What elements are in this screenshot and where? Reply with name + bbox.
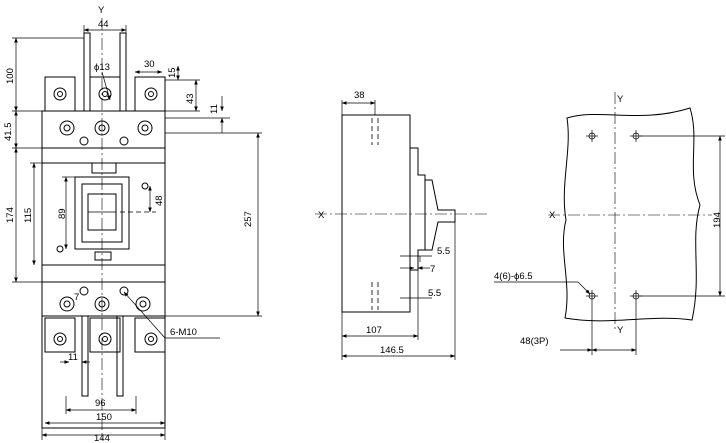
dim-150: 150 (96, 412, 112, 423)
front-axis-y-label: Y (98, 5, 105, 16)
panel-axis-y-top-label: Y (617, 94, 624, 105)
dim-144: 144 (94, 433, 110, 443)
panel-mounting-holes (586, 130, 642, 302)
dim-5-5-a: 5.5 (437, 246, 450, 257)
side-axis-x-label: X (318, 210, 325, 221)
side-view: X 38 5.5 7 5.5 107 146.5 (315, 90, 488, 360)
dim-hole-dia: ϕ13 (94, 62, 110, 73)
dim-96: 96 (95, 398, 106, 409)
dim-terminal-offset: 30 (144, 59, 155, 70)
dim-174: 174 (5, 207, 16, 223)
dim-5-5-b: 5.5 (428, 288, 441, 299)
dim-194: 194 (712, 212, 723, 228)
side-handle (425, 179, 456, 251)
side-body-outline (341, 114, 426, 313)
dim-48-3p: 48(3P) (520, 336, 549, 347)
dim-hole-callout: 4(6)-ϕ6.5 (494, 271, 533, 282)
panel-axis-y-bottom-label: Y (617, 325, 624, 336)
dim-43: 43 (185, 93, 196, 104)
dim-height-100: 100 (5, 68, 16, 84)
dim-11-top: 11 (209, 104, 220, 114)
dim-41-5: 41.5 (3, 123, 14, 142)
dim-7-front: 7 (74, 292, 79, 303)
dim-107: 107 (366, 325, 382, 336)
dim-small-15: 15 (167, 67, 178, 78)
dim-115: 115 (23, 208, 34, 223)
dim-48: 48 (154, 195, 165, 206)
dim-146-5: 146.5 (380, 345, 404, 356)
panel-axis-x-label: X (549, 210, 556, 221)
dim-257: 257 (243, 211, 254, 227)
panel-cutout-outline (562, 107, 701, 322)
panel-view: X Y Y 194 4(6)-ϕ6.5 48(3P) (494, 92, 725, 355)
front-view: Y (3, 5, 262, 443)
dim-top-width: 44 (98, 19, 109, 30)
dim-38: 38 (354, 90, 365, 101)
bottom-terminals (44, 315, 166, 397)
breaker-body-outline (41, 110, 166, 429)
dim-89: 89 (57, 208, 68, 219)
dim-thread-callout: 6-M10 (170, 327, 197, 338)
handle-window (56, 162, 149, 261)
dim-11-bottom: 11 (68, 352, 78, 363)
dim-7-side: 7 (430, 264, 435, 275)
upper-terminal-screws (59, 120, 153, 146)
